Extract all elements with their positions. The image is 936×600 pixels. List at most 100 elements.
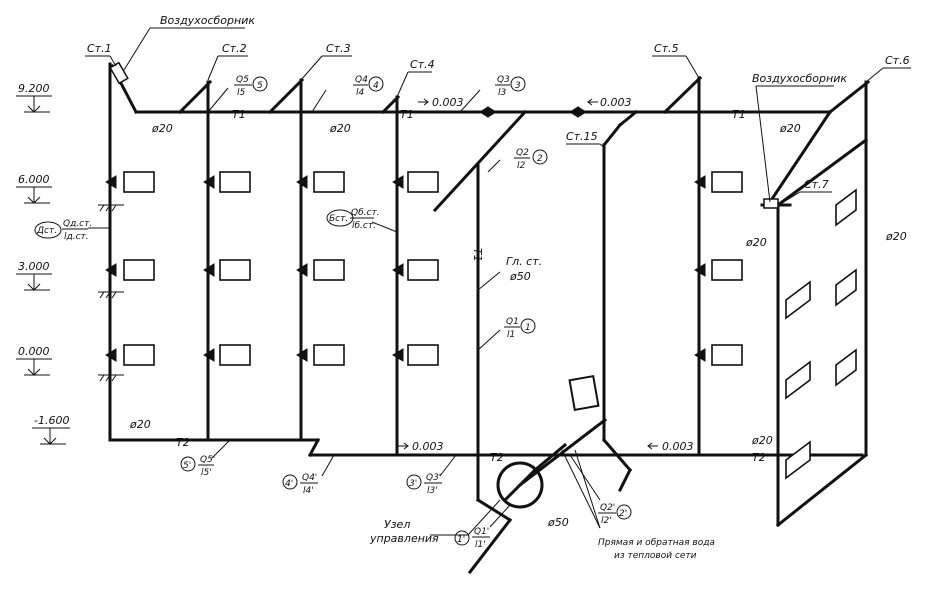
riser-label: Ст.1	[87, 42, 112, 55]
return-line-label: T2	[176, 436, 190, 449]
valves	[98, 106, 706, 382]
supply-line-label: T1	[232, 108, 246, 121]
flow-mark-1r: 1' Q1' l1'	[454, 527, 490, 550]
diameter-label: ø20	[129, 418, 151, 431]
elevation-6000: 6.000	[16, 173, 52, 204]
flow-mark-4: Q4 l4 4	[353, 75, 384, 98]
valve-icon	[105, 106, 706, 362]
svg-text:Q4: Q4	[355, 75, 368, 85]
hatch-marks	[98, 204, 124, 382]
text-labels: Воздухосборник Воздухосборник Ст.1 Ст.2 …	[34, 14, 910, 561]
svg-text:5: 5	[257, 81, 263, 91]
svg-text:Qб.ст.: Qб.ст.	[351, 208, 380, 218]
heat-network-label: из тепловой сети	[614, 551, 697, 561]
flow-mark-4r: 4' Q4' l4'	[282, 473, 318, 496]
diameter-label: ø20	[745, 236, 767, 249]
elevation-label: 3.000	[18, 260, 50, 273]
diameter-label: ø20	[751, 434, 773, 447]
flow-mark-2: Q2 l2 2	[514, 148, 548, 171]
flow-mark-3r: 3' Q3' l3'	[406, 473, 442, 496]
slope-label: 0.003	[432, 96, 464, 109]
elevation-label: -1.600	[34, 414, 69, 427]
supply-line-label: T1	[732, 108, 746, 121]
svg-text:Q2': Q2'	[600, 503, 615, 513]
supply-line-label: T1	[400, 108, 414, 121]
flow-mark-dst: Дст. Qд.ст. lд.ст.	[34, 219, 92, 242]
svg-text:1': 1'	[457, 535, 465, 545]
flow-mark-1: Q1 l1 1	[504, 317, 536, 340]
svg-text:Бст.: Бст.	[329, 214, 348, 224]
elevation-9200: 9.200	[16, 82, 52, 113]
flow-mark-2r: Q2' l2' 2'	[598, 503, 632, 526]
svg-text:Q1: Q1	[506, 317, 519, 327]
main-riser-label: Гл. ст.	[506, 255, 542, 268]
diameter-label: ø20	[151, 122, 173, 135]
risers	[206, 76, 701, 472]
svg-text:l3: l3	[498, 88, 507, 98]
elevation-label: 9.200	[18, 82, 50, 95]
flow-mark-3: Q3 l3 3	[495, 75, 526, 98]
svg-text:l2: l2	[517, 161, 526, 171]
riser-label: Ст.7	[804, 178, 829, 191]
riser-label: Ст.2	[222, 42, 247, 55]
elevation-marks: 9.200 6.000 3.000 0.000	[16, 82, 70, 445]
air-collector-label: Воздухосборник	[160, 14, 255, 27]
elevation-label: 0.000	[18, 345, 50, 358]
diameter-label: ø50	[547, 516, 569, 529]
svg-text:l1: l1	[507, 330, 515, 340]
svg-text:2': 2'	[619, 509, 627, 519]
supply-line-label: T1	[471, 248, 484, 262]
svg-text:Q4': Q4'	[302, 473, 317, 483]
flow-mark-5r: 5' Q5' l5'	[180, 455, 215, 478]
control-unit-label: управления	[369, 532, 439, 545]
return-line-label: T2	[490, 451, 504, 464]
svg-text:1: 1	[525, 323, 531, 333]
svg-text:Q3': Q3'	[426, 473, 441, 483]
heat-network-label: Прямая и обратная вода	[598, 538, 715, 548]
elevation-3000: 3.000	[16, 260, 52, 291]
svg-text:l3': l3'	[427, 486, 438, 496]
diameter-label: ø20	[329, 122, 351, 135]
svg-text:Q3: Q3	[497, 75, 510, 85]
return-line-label: T2	[752, 451, 766, 464]
elevation-0000: 0.000	[16, 345, 52, 376]
slope-label: 0.003	[600, 96, 632, 109]
leader-lines	[85, 27, 911, 536]
svg-text:l1': l1'	[475, 540, 486, 550]
supply-main	[108, 61, 832, 442]
svg-text:l5: l5	[237, 88, 246, 98]
svg-text:5': 5'	[183, 461, 191, 471]
riser-label: Ст.15	[566, 130, 598, 143]
svg-text:lб.ст.: lб.ст.	[352, 221, 376, 231]
air-collector-label: Воздухосборник	[752, 72, 847, 85]
svg-text:Q2: Q2	[516, 148, 529, 158]
main-riser-diameter: ø50	[509, 270, 531, 283]
riser-label: Ст.6	[885, 54, 910, 67]
slope-label: 0.003	[662, 440, 694, 453]
diameter-label: ø20	[779, 122, 801, 135]
svg-text:Q5': Q5'	[200, 455, 215, 465]
riser-6-block	[760, 79, 871, 528]
flow-mark-bst: Бст. Qб.ст. lб.ст.	[326, 208, 380, 231]
svg-text:Q5: Q5	[236, 75, 249, 85]
svg-text:2: 2	[537, 154, 543, 164]
elevation-label: 6.000	[18, 173, 50, 186]
riser-label: Ст.3	[326, 42, 351, 55]
diameter-label: ø20	[885, 230, 907, 243]
svg-text:l5': l5'	[201, 468, 212, 478]
svg-text:l4: l4	[356, 88, 365, 98]
svg-text:Qд.ст.: Qд.ст.	[63, 219, 92, 229]
elevation-minus-1600: -1.600	[32, 414, 70, 445]
svg-text:l4': l4'	[303, 486, 314, 496]
svg-text:4': 4'	[285, 479, 293, 489]
svg-text:3': 3'	[409, 479, 417, 489]
svg-text:lд.ст.: lд.ст.	[64, 232, 89, 242]
svg-text:4: 4	[373, 81, 379, 91]
slope-label: 0.003	[412, 440, 444, 453]
svg-text:3: 3	[515, 81, 521, 91]
flow-mark-5: Q5 l5 5	[234, 75, 268, 98]
control-unit	[467, 109, 639, 575]
riser-label: Ст.5	[654, 42, 679, 55]
svg-text:Дст.: Дст.	[36, 226, 57, 236]
radiators	[123, 171, 743, 366]
